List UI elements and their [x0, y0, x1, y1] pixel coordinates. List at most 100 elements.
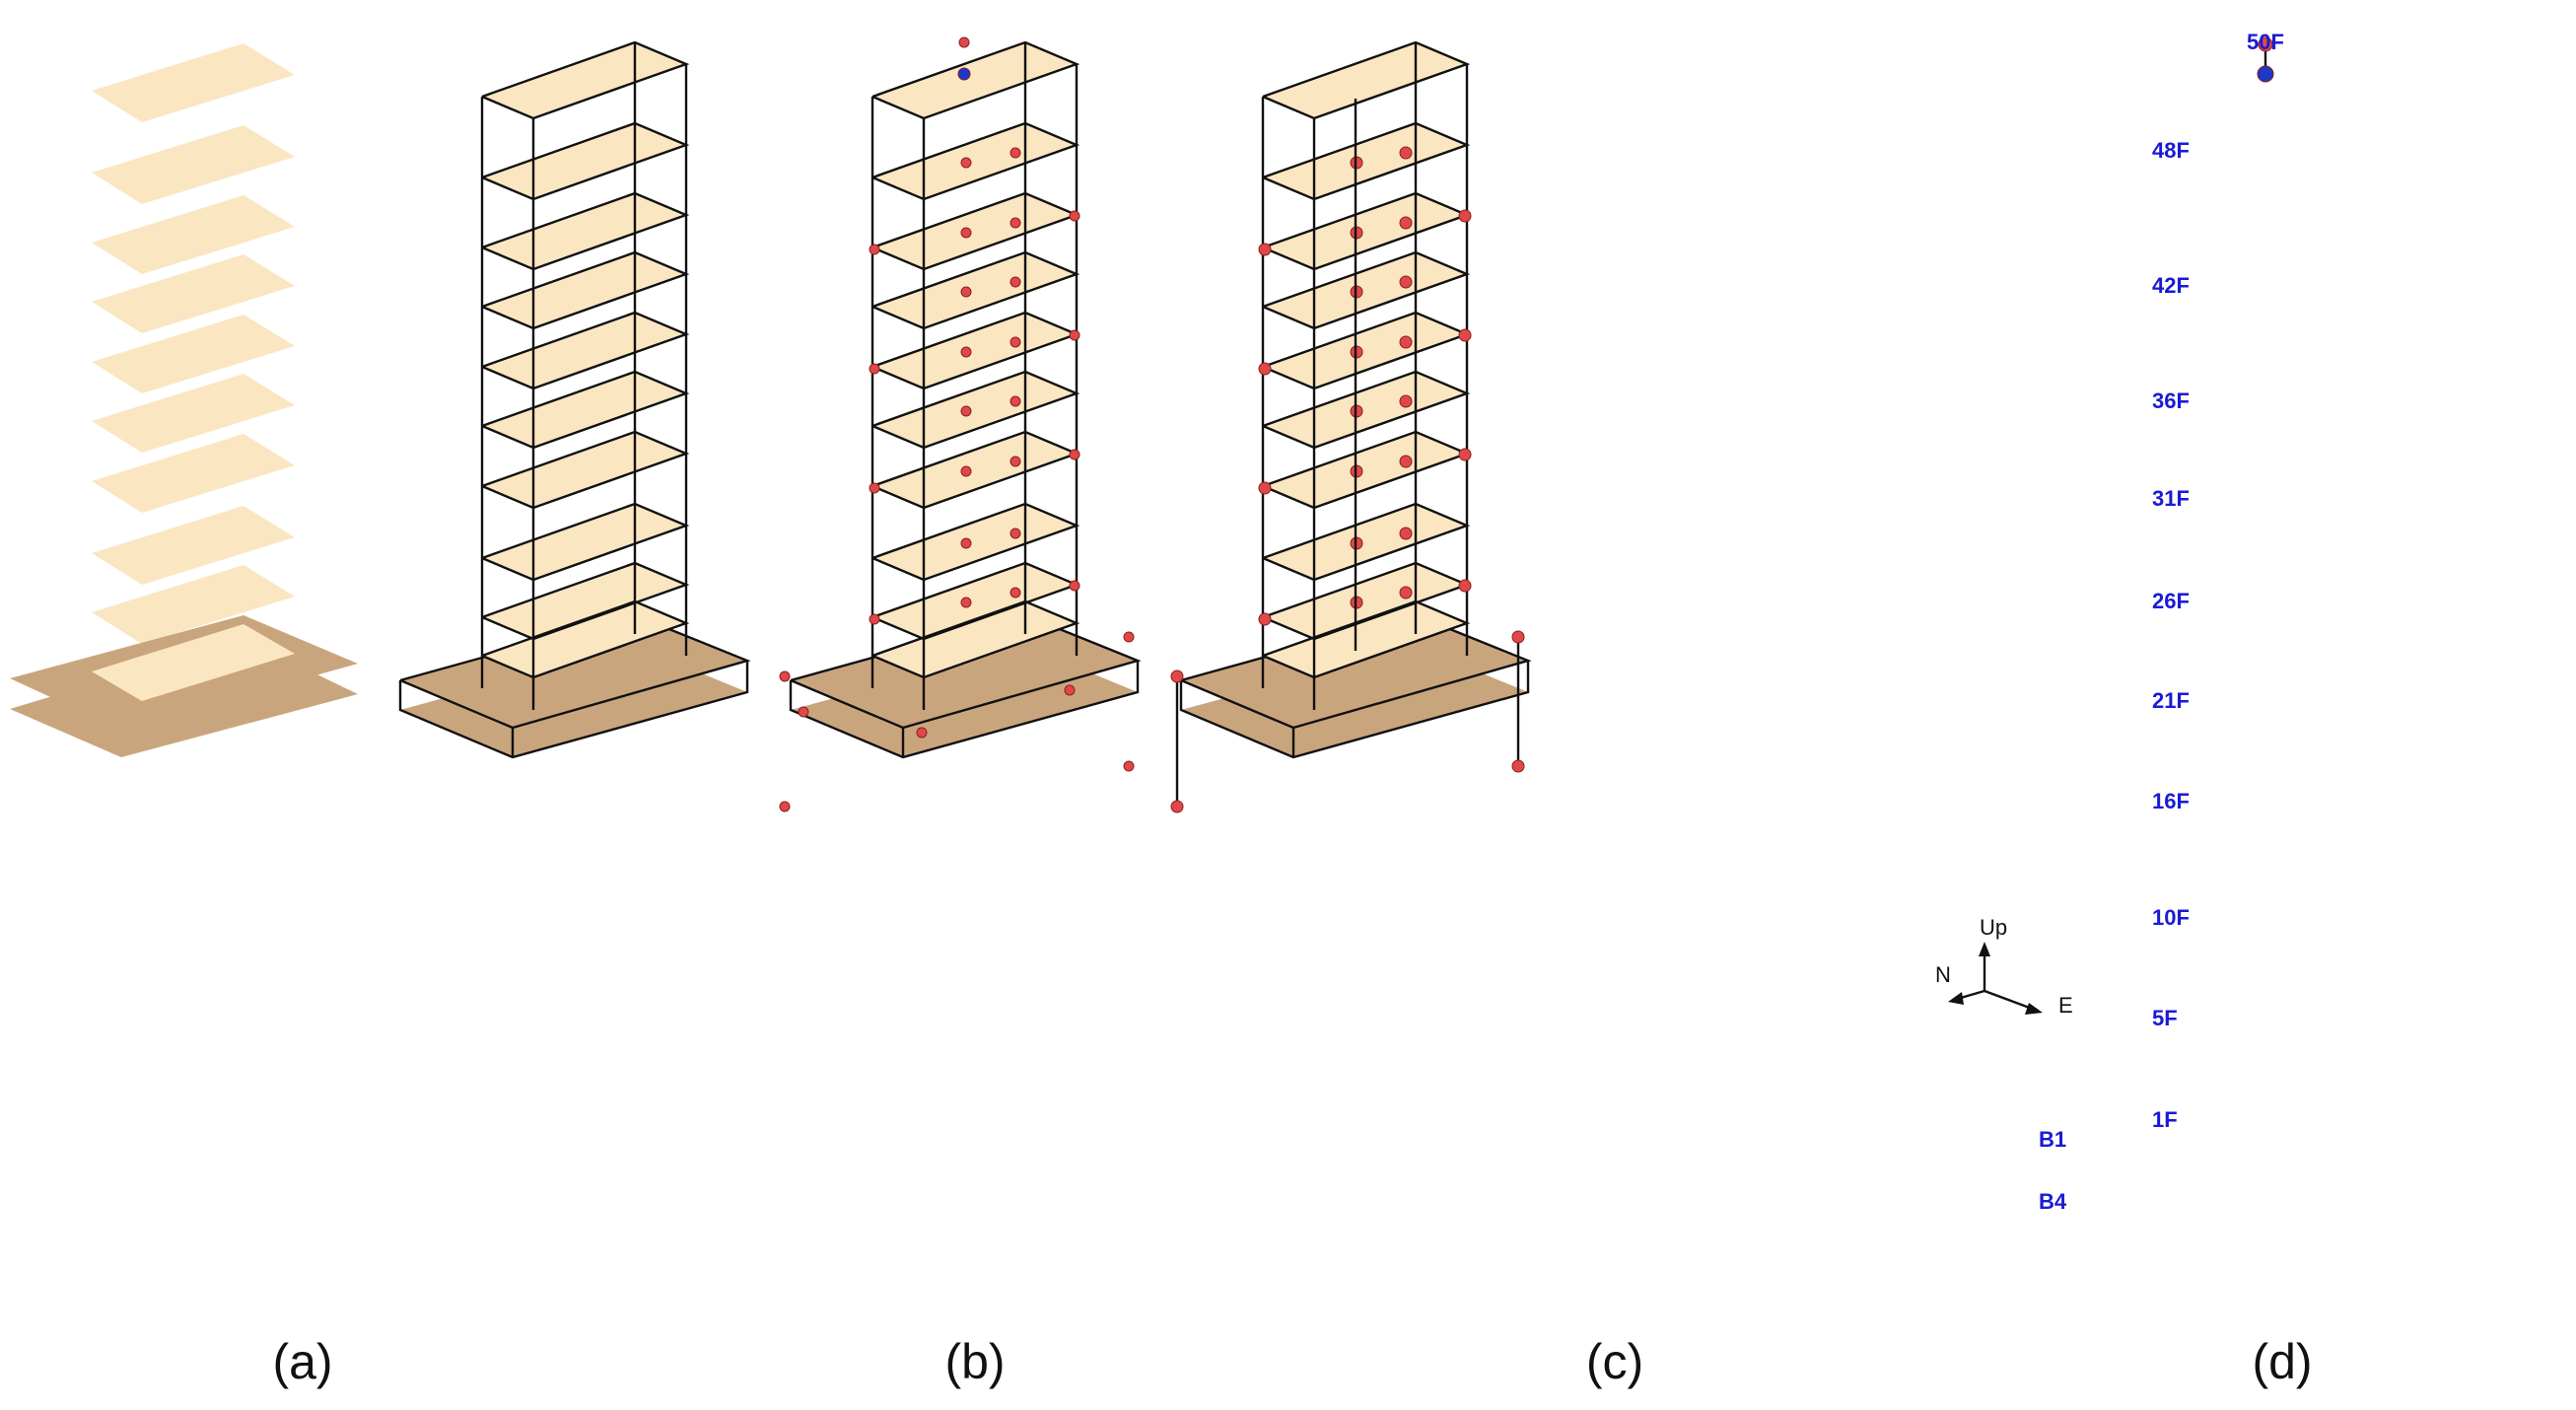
sensor-node [798, 706, 809, 718]
floor-label-48f: 48F [2152, 138, 2190, 163]
floor-edge [481, 370, 690, 450]
pole-sensor-top [1511, 630, 1525, 644]
sensor-node-roof [957, 67, 971, 81]
floor-slab [1263, 372, 1467, 448]
sensor-node [1399, 394, 1413, 408]
sensor-node [1458, 448, 1472, 461]
floor-slab [482, 252, 686, 328]
floor-slab [482, 504, 686, 580]
floor-label-42f: 42F [2152, 273, 2190, 298]
panel-label-b: (b) [944, 1334, 1005, 1389]
sensor-node [1399, 335, 1413, 349]
floor-slab-a [92, 43, 295, 122]
panel-a-floor-slabs [10, 43, 358, 757]
floor-label-50f: 50F [2247, 30, 2284, 54]
sensor-node [1010, 395, 1021, 407]
roof-sensor-blue [2257, 65, 2274, 83]
sensor-node-top [958, 36, 970, 48]
floor-label-16f: 16F [2152, 789, 2190, 813]
sensor-node [869, 613, 880, 625]
floor-slab-a [92, 125, 295, 204]
sensor-node [960, 405, 972, 417]
floor-label-36f: 36F [2152, 388, 2190, 413]
floor-slab [1263, 252, 1467, 328]
floor-slab-a [92, 565, 295, 644]
sensor-node [1010, 276, 1021, 288]
floor-edge [1262, 370, 1471, 450]
up-arrowhead [1979, 942, 1990, 956]
sensor-node [1123, 760, 1135, 772]
panel-label-d: (d) [2252, 1334, 2312, 1389]
floor-slab [482, 372, 686, 448]
floor-slab [1263, 123, 1467, 199]
floor-slab [872, 123, 1077, 199]
floor-edge [1262, 502, 1471, 582]
pole-sensor-bottom [1511, 759, 1525, 773]
sensor-node [1010, 336, 1021, 348]
floor-edge [481, 311, 690, 390]
floor-slab [1263, 42, 1467, 118]
sensor-node [1010, 528, 1021, 539]
floor-slab-a [92, 315, 295, 393]
floor-slab [1263, 432, 1467, 508]
sensor-node [779, 670, 791, 682]
floor-edge [481, 430, 690, 510]
sensor-node [1069, 210, 1080, 222]
floor-label-26f: 26F [2152, 589, 2190, 613]
floor-slab [482, 123, 686, 199]
sensor-node [1064, 684, 1076, 696]
sensor-node [869, 244, 880, 255]
floor-edge [481, 121, 690, 201]
sensor-node [960, 286, 972, 298]
sensor-node [1010, 587, 1021, 599]
east-arrowhead [2025, 1003, 2043, 1015]
axis-label-north: N [1935, 962, 1951, 987]
floor-edge [481, 191, 690, 271]
floor-slab [872, 193, 1077, 269]
floor-label-5f: 5F [2152, 1006, 2178, 1030]
sensor-node [1010, 456, 1021, 467]
sensor-node [960, 537, 972, 549]
sensor-node [1258, 362, 1272, 376]
ground-slab-a [92, 624, 295, 701]
sensor-node [960, 597, 972, 608]
floor-edge [481, 40, 690, 120]
axis-label-up: Up [1980, 915, 2007, 940]
sensor-node [869, 363, 880, 375]
floor-label-1f: 1F [2152, 1107, 2178, 1132]
sensor-node [1123, 631, 1135, 643]
floor-label-31f: 31F [2152, 486, 2190, 511]
panel-c-sensor-layout [779, 36, 1142, 812]
sensor-node [1258, 481, 1272, 495]
floor-edge [871, 40, 1080, 120]
sensor-node [1399, 586, 1413, 599]
floor-slab [1263, 313, 1467, 388]
sensor-node [960, 227, 972, 239]
sensor-node [960, 157, 972, 169]
pole-sensor-bottom [1170, 800, 1184, 813]
floor-slab [482, 313, 686, 388]
floor-label-21f: 21F [2152, 688, 2190, 713]
floor-slab [1263, 504, 1467, 580]
sensor-node [1399, 146, 1413, 160]
sensor-node [1010, 217, 1021, 229]
floor-slab [1263, 193, 1467, 269]
floor-edge [1262, 40, 1471, 120]
sensor-node [916, 727, 928, 739]
floor-edge [481, 599, 690, 679]
sensor-node [1458, 579, 1472, 593]
floor-slab-a [92, 195, 295, 274]
sensor-node [1010, 147, 1021, 159]
basement-slab-bottom [791, 646, 1138, 757]
floor-slab-a [92, 374, 295, 453]
floor-edge [871, 599, 1080, 679]
floor-edge [871, 121, 1080, 201]
axis-triad [1948, 942, 2043, 1015]
sensor-node [1069, 580, 1080, 592]
sensor-node [1399, 455, 1413, 468]
sensor-node [1399, 216, 1413, 230]
sensor-node [1399, 527, 1413, 540]
floor-slab [482, 42, 686, 118]
basement-slab-bottom [1181, 646, 1528, 757]
